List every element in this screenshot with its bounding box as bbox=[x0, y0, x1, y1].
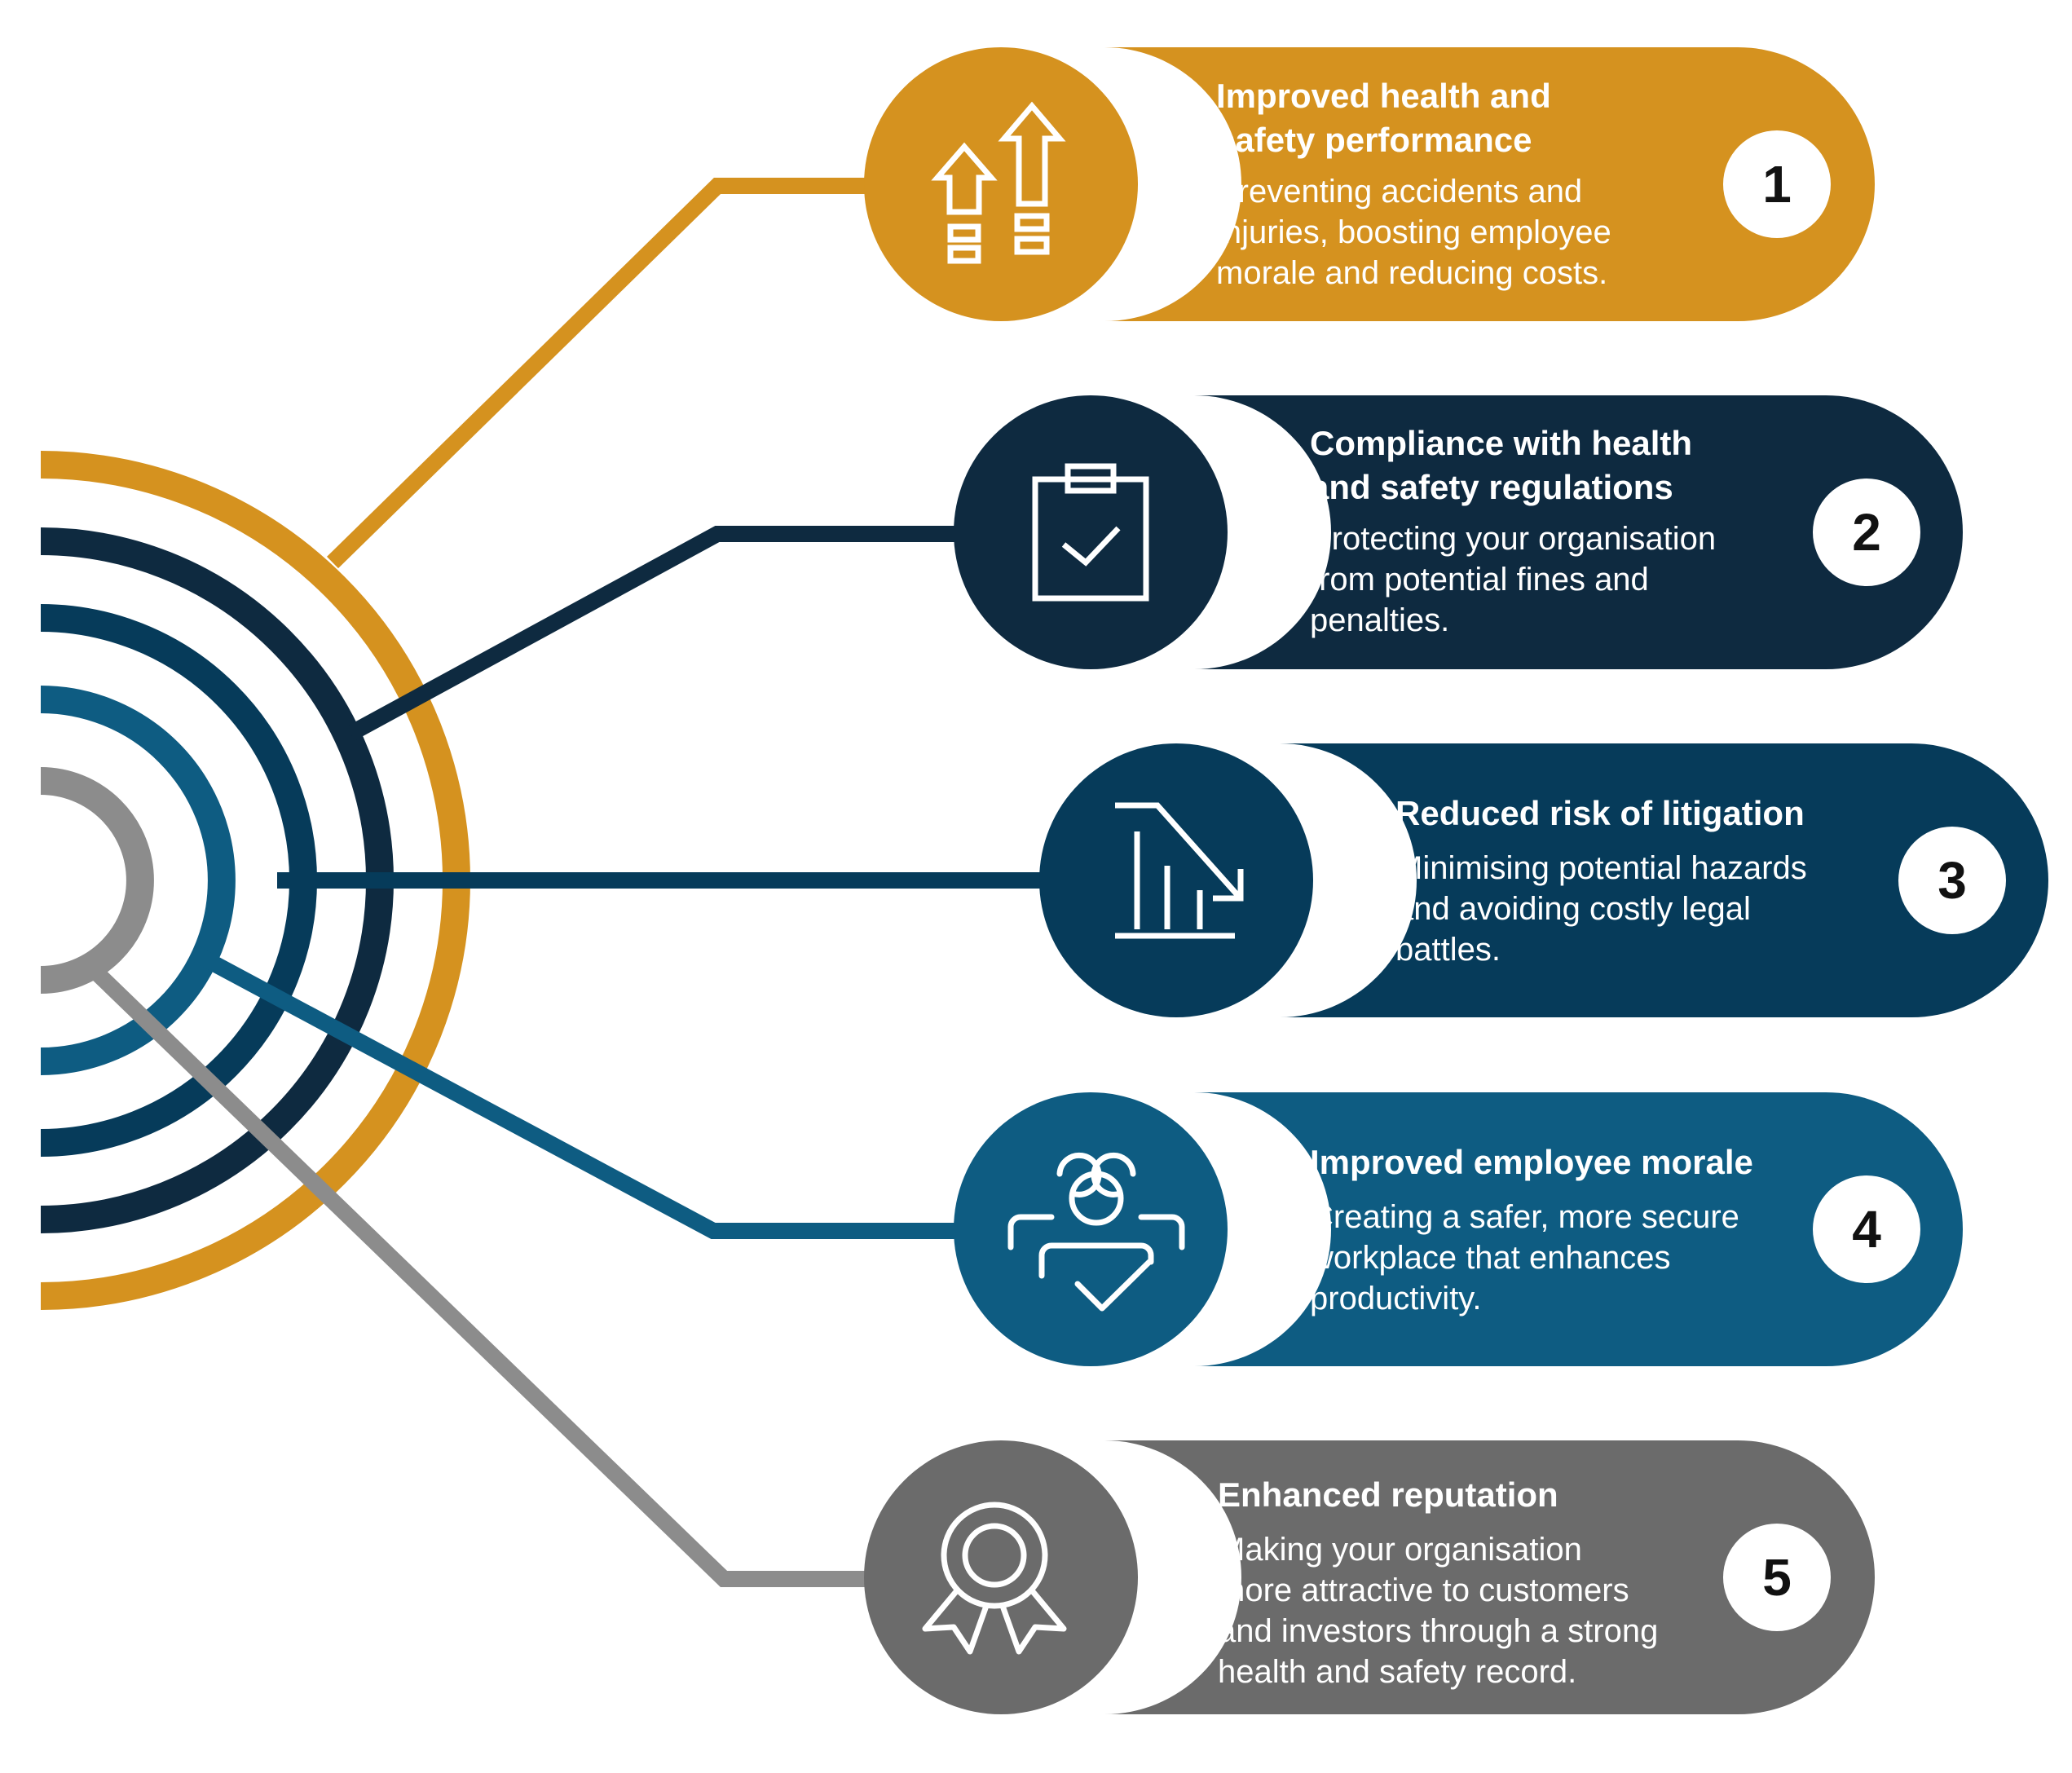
item-description: Making your organisation more attractive … bbox=[1218, 1532, 1658, 1690]
item-number: 1 bbox=[1762, 155, 1792, 214]
item-desc-line: Making your organisation bbox=[1218, 1532, 1582, 1568]
number-badge bbox=[1813, 1175, 1920, 1283]
icon-circle bbox=[864, 1440, 1138, 1714]
item-title-line: safety performance bbox=[1216, 121, 1532, 159]
connector-5 bbox=[84, 959, 888, 1587]
connector-4 bbox=[192, 946, 978, 1239]
item-title-line: Reduced risk of litigation bbox=[1395, 794, 1805, 832]
icon-circle bbox=[954, 395, 1228, 669]
item-title: Improved health and safety performance bbox=[1216, 77, 1551, 159]
item-pill bbox=[1194, 1092, 1963, 1366]
item-description: Preventing accidents and injuries, boosti… bbox=[1216, 174, 1611, 291]
number-badge bbox=[1723, 1524, 1831, 1631]
item-desc-line: health and safety record. bbox=[1218, 1654, 1576, 1690]
item-title-line: Improved health and bbox=[1216, 77, 1551, 115]
item-desc-line: Creating a safer, more secure bbox=[1310, 1199, 1739, 1235]
item-title-line: Compliance with health bbox=[1310, 424, 1692, 462]
item-desc-line: from potential fines and bbox=[1310, 562, 1649, 598]
arc-grey bbox=[40, 767, 154, 994]
connector-2 bbox=[346, 526, 978, 741]
icon-circle bbox=[1039, 743, 1313, 1017]
item-desc-line: workplace that enhances bbox=[1309, 1240, 1671, 1276]
number-badge bbox=[1898, 827, 2006, 934]
item-pill bbox=[1280, 743, 2048, 1017]
item-number: 2 bbox=[1852, 503, 1881, 562]
item-desc-line: morale and reducing costs. bbox=[1216, 255, 1607, 291]
item-title: Compliance with health and safety regulat… bbox=[1310, 424, 1692, 506]
item-description: Minimising potential hazards and avoiding… bbox=[1395, 850, 1807, 968]
icon-circle bbox=[954, 1092, 1228, 1366]
item-desc-line: injuries, boosting employee bbox=[1216, 214, 1611, 250]
item-desc-line: more attractive to customers bbox=[1218, 1572, 1629, 1608]
item-desc-line: battles. bbox=[1395, 932, 1501, 968]
item-title: Enhanced reputation bbox=[1218, 1475, 1558, 1514]
item-pill bbox=[1104, 1440, 1875, 1714]
item-title-line: Improved employee morale bbox=[1310, 1143, 1753, 1181]
item-title: Improved employee morale bbox=[1310, 1143, 1753, 1181]
benefit-item-4: 4 Improved employee morale Creating a sa… bbox=[954, 1092, 1963, 1366]
item-pill bbox=[1194, 395, 1963, 669]
item-number: 4 bbox=[1852, 1200, 1881, 1259]
connector-lines bbox=[84, 178, 1060, 1587]
item-desc-line: Preventing accidents and bbox=[1216, 174, 1582, 209]
arrows-up-icon bbox=[931, 101, 1066, 264]
item-desc-line: productivity. bbox=[1310, 1281, 1481, 1317]
item-number: 5 bbox=[1762, 1548, 1792, 1607]
item-title-line: and safety regulations bbox=[1310, 468, 1673, 506]
icon-circle bbox=[864, 47, 1138, 321]
number-badge bbox=[1723, 130, 1831, 238]
item-title: Reduced risk of litigation bbox=[1395, 794, 1805, 832]
benefit-item-2: 2 Compliance with health and safety regul… bbox=[954, 395, 1963, 669]
item-description: Protecting your organisation from potenti… bbox=[1310, 521, 1716, 638]
item-description: Creating a safer, more secure workplace t… bbox=[1309, 1199, 1739, 1317]
benefit-item-3: 3 Reduced risk of litigation Minimising … bbox=[1039, 743, 2048, 1017]
team-check-icon bbox=[1007, 1152, 1185, 1312]
item-desc-line: Protecting your organisation bbox=[1310, 521, 1716, 557]
item-pill bbox=[1104, 47, 1875, 321]
clipboard-check-icon bbox=[1032, 463, 1149, 602]
item-title-line: Enhanced reputation bbox=[1218, 1475, 1558, 1514]
item-number: 3 bbox=[1938, 851, 1967, 910]
award-rosette-icon bbox=[922, 1502, 1067, 1655]
item-desc-line: Minimising potential hazards bbox=[1395, 850, 1807, 886]
item-desc-line: penalties. bbox=[1310, 602, 1449, 638]
item-desc-line: and avoiding costly legal bbox=[1395, 891, 1751, 927]
number-badge bbox=[1813, 479, 1920, 586]
benefit-item-5: 5 Enhanced reputation Making your organi… bbox=[864, 1440, 1875, 1714]
chart-decline-icon bbox=[1115, 802, 1244, 939]
item-desc-line: and investors through a strong bbox=[1218, 1613, 1658, 1649]
connector-1 bbox=[327, 178, 888, 569]
arc-mid-blue bbox=[40, 686, 236, 1075]
